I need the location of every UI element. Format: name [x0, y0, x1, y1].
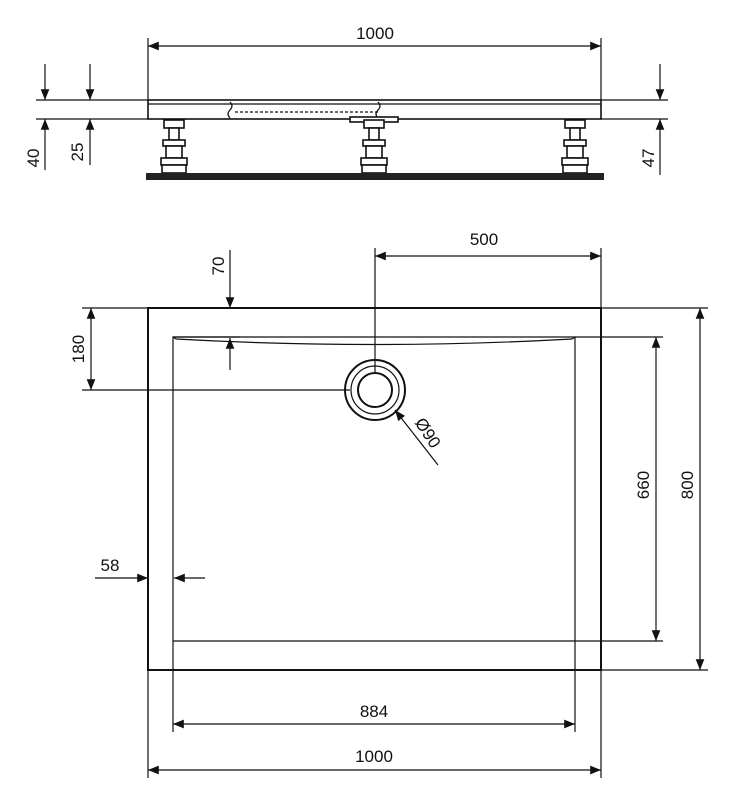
side-elevation-view: 1000	[24, 24, 668, 180]
support-leg-middle	[360, 119, 388, 174]
support-leg-left	[160, 119, 188, 174]
side-rim-58-label: 58	[101, 556, 120, 575]
tray-slab-side	[147, 99, 602, 120]
bottom-width-label: 1000	[355, 747, 393, 766]
height-47-label: 47	[639, 149, 658, 168]
drain-diameter-label: Ø90	[411, 414, 444, 451]
rim-70-label: 70	[209, 257, 228, 276]
drain-offset-180-label: 180	[69, 335, 88, 363]
support-leg-right	[561, 119, 589, 174]
drain-diameter-leader	[394, 409, 439, 466]
plan-view: 500 70 180 Ø90 660 800 58 884	[69, 230, 708, 778]
inner-height-660-label: 660	[634, 471, 653, 499]
floor-base	[146, 173, 604, 180]
height-25-label: 25	[68, 143, 87, 162]
top-width-label: 1000	[356, 24, 394, 43]
tray-inner-basin	[172, 336, 576, 642]
inner-width-884-label: 884	[360, 702, 388, 721]
drain-offset-500-label: 500	[470, 230, 498, 249]
height-40-label: 40	[24, 149, 43, 168]
outer-height-800-label: 800	[678, 471, 697, 499]
